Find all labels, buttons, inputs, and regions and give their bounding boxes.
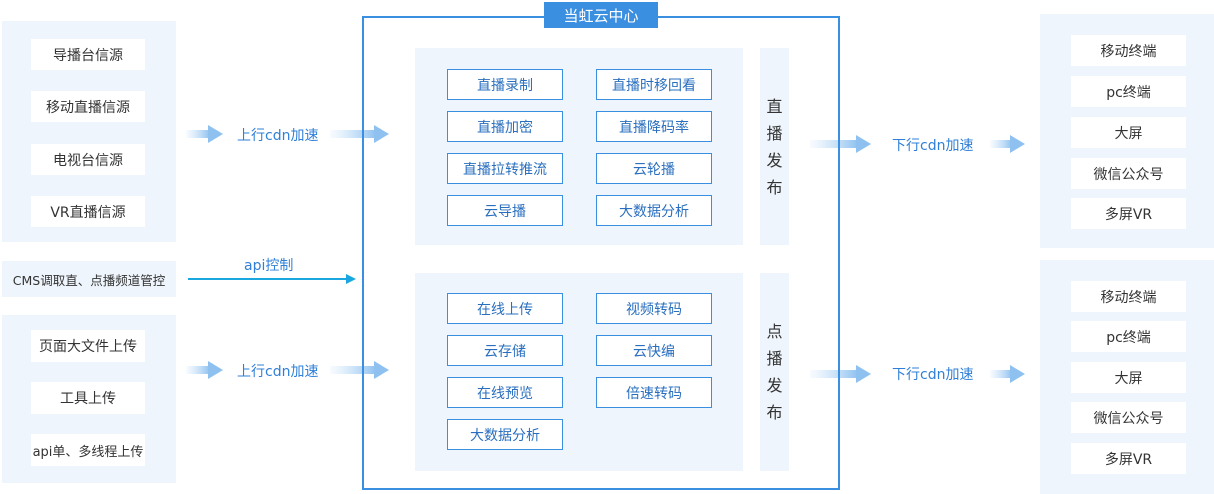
terminal-mobile: 移动终端 (1071, 35, 1186, 66)
center-title: 当虹云中心 (544, 2, 658, 28)
live-item-encryption: 直播加密 (447, 111, 563, 142)
downstream-cdn-label-vod: 下行cdn加速 (892, 367, 974, 383)
arrow-upstream-vod-out (330, 361, 389, 379)
live-item-cloud-carousel: 云轮播 (596, 153, 712, 184)
source-vr-live: VR直播信源 (31, 196, 145, 227)
terminal-multiscreen-vr: 多屏VR (1071, 443, 1186, 474)
live-item-recording: 直播录制 (447, 69, 563, 100)
live-item-big-data: 大数据分析 (596, 195, 712, 226)
terminal-wechat: 微信公众号 (1071, 158, 1186, 189)
source-mobile-live: 移动直播信源 (31, 91, 145, 122)
live-item-bitrate-reduce: 直播降码率 (596, 111, 712, 142)
downstream-cdn-label-live: 下行cdn加速 (892, 138, 974, 154)
vod-item-speed-transcode: 倍速转码 (596, 377, 712, 408)
live-item-pull-push: 直播拉转推流 (447, 153, 563, 184)
terminal-pc: pc终端 (1071, 76, 1186, 107)
cms-label: CMS调取直、点播频道管控 (12, 272, 166, 288)
source-api-upload: api单、多线程上传 (31, 434, 145, 466)
source-director-console: 导播台信源 (31, 39, 145, 70)
cms-panel (2, 261, 176, 297)
vod-item-online-upload: 在线上传 (447, 293, 563, 324)
arrow-downstream-live-in (990, 135, 1025, 153)
api-control-label: api控制 (244, 258, 294, 274)
terminal-wechat: 微信公众号 (1071, 402, 1186, 433)
arrow-upstream-vod-in (186, 361, 223, 379)
terminal-big-screen: 大屏 (1071, 362, 1186, 393)
terminal-multiscreen-vr: 多屏VR (1071, 198, 1186, 229)
vod-item-cloud-edit: 云快编 (596, 335, 712, 366)
vod-publish-title: 点 播 发 布 (766, 322, 783, 422)
terminal-pc: pc终端 (1071, 321, 1186, 352)
vod-item-big-data: 大数据分析 (447, 419, 563, 450)
vod-item-online-preview: 在线预览 (447, 377, 563, 408)
terminal-big-screen: 大屏 (1071, 117, 1186, 148)
live-item-cloud-director: 云导播 (447, 195, 563, 226)
live-item-timeshift: 直播时移回看 (596, 69, 712, 100)
arrow-downstream-vod-out (810, 365, 871, 383)
source-tv-station: 电视台信源 (31, 144, 145, 175)
source-page-large-upload: 页面大文件上传 (31, 330, 145, 362)
upstream-cdn-label-vod: 上行cdn加速 (237, 364, 319, 380)
terminal-mobile: 移动终端 (1071, 281, 1186, 312)
vod-item-cloud-storage: 云存储 (447, 335, 563, 366)
arrow-api-control (188, 274, 356, 284)
live-publish-panel (760, 48, 789, 245)
upstream-cdn-label-live: 上行cdn加速 (237, 128, 319, 144)
arrow-downstream-vod-in (990, 365, 1025, 383)
live-publish-title: 直 播 发 布 (766, 96, 783, 197)
arrow-upstream-live-in (186, 125, 223, 143)
vod-item-transcode: 视频转码 (596, 293, 712, 324)
arrow-upstream-live-out (330, 125, 389, 143)
arrow-downstream-live-out (810, 135, 871, 153)
vod-publish-panel (760, 273, 789, 471)
source-tool-upload: 工具上传 (31, 382, 145, 414)
